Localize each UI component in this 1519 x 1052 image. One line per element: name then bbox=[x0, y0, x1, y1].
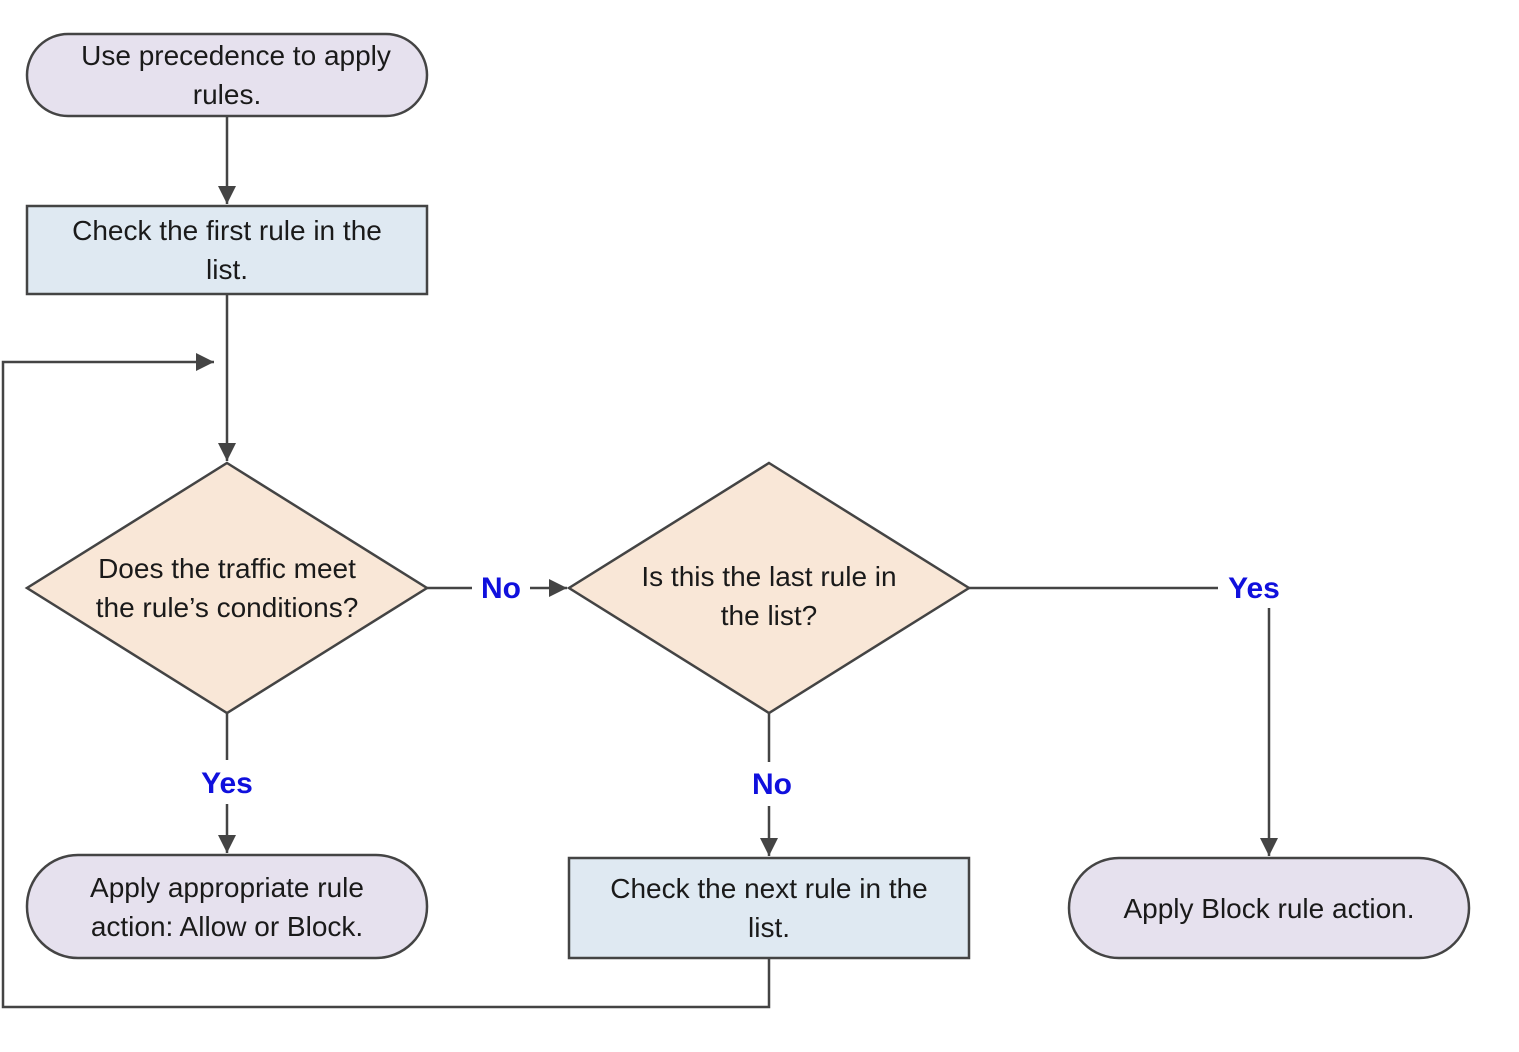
check-next-rule-line2: list. bbox=[748, 912, 790, 943]
meets-conditions-line1: Does the traffic meet bbox=[98, 553, 356, 584]
check-first-rule-line2: list. bbox=[206, 254, 248, 285]
meets-conditions-decision: Does the traffic meet the rule’s conditi… bbox=[24, 461, 430, 715]
check-first-rule-line1: Check the first rule in the bbox=[72, 215, 382, 246]
edge-label-last-yes: Yes bbox=[1228, 572, 1280, 605]
is-last-rule-decision: Is this the last rule in the list? bbox=[566, 461, 972, 715]
start-terminal: Use precedence to apply rules. bbox=[25, 32, 429, 118]
start-terminal-line1: Use precedence to apply bbox=[81, 40, 391, 71]
check-next-rule-line1: Check the next rule in the bbox=[610, 873, 928, 904]
check-next-rule-process: Check the next rule in the list. bbox=[567, 856, 971, 960]
apply-block-line1: Apply Block rule action. bbox=[1123, 893, 1414, 924]
check-first-rule-process: Check the first rule in the list. bbox=[25, 204, 429, 296]
edge-label-last-no: No bbox=[752, 768, 792, 801]
edge-label-conditions-yes: Yes bbox=[201, 767, 253, 800]
apply-action-line2: action: Allow or Block. bbox=[91, 911, 363, 942]
meets-conditions-line2: the rule’s conditions? bbox=[96, 592, 359, 623]
connector-loop-back bbox=[1, 353, 771, 1009]
apply-action-line1: Apply appropriate rule bbox=[90, 872, 364, 903]
is-last-rule-line1: Is this the last rule in bbox=[641, 561, 896, 592]
apply-action-terminal: Apply appropriate rule action: Allow or … bbox=[25, 853, 429, 960]
start-terminal-line2: rules. bbox=[193, 79, 261, 110]
is-last-rule-line2: the list? bbox=[721, 600, 818, 631]
apply-block-terminal: Apply Block rule action. bbox=[1067, 856, 1471, 960]
edge-label-conditions-no: No bbox=[481, 572, 521, 605]
connector-last-yes bbox=[969, 586, 1278, 856]
